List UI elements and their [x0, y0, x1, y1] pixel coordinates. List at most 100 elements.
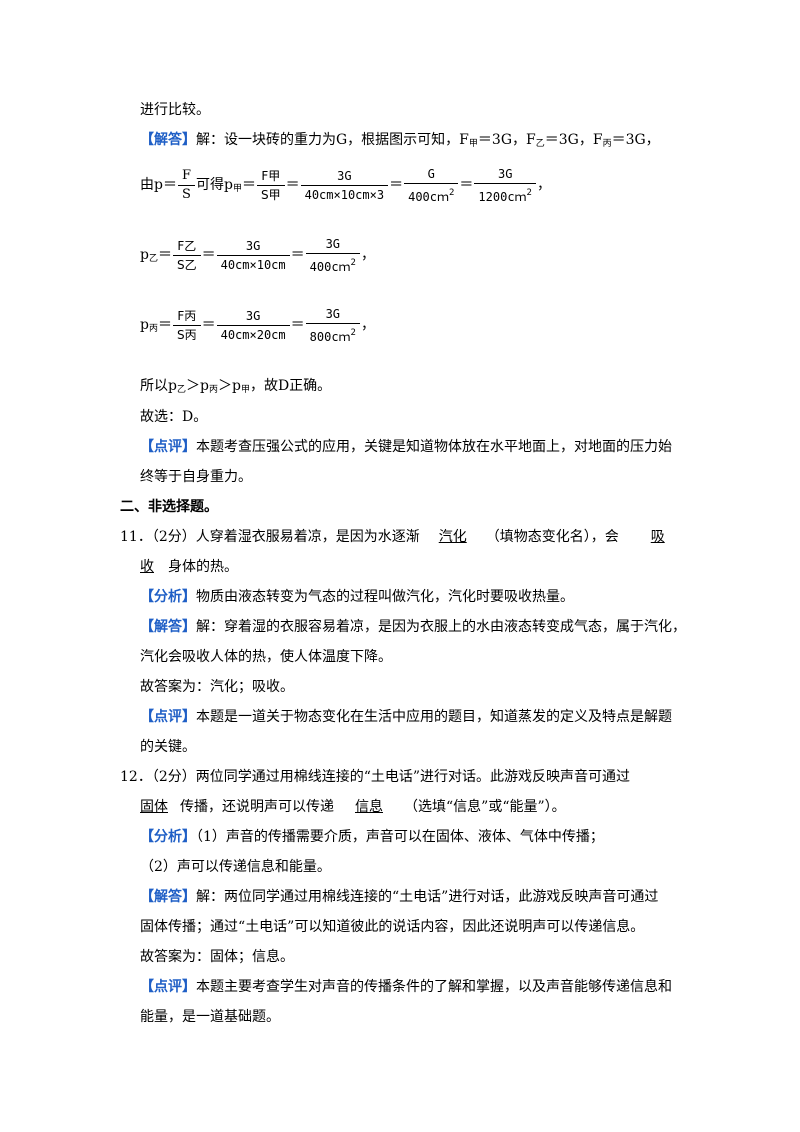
exponent: 2: [350, 257, 356, 268]
numerator: F: [181, 167, 191, 183]
equals: ＝: [201, 317, 216, 333]
equals: ＝: [290, 317, 305, 333]
step-fraction-2: 3G 400cｍ2: [305, 236, 360, 275]
numerator: G: [427, 166, 435, 181]
denominator-text: 400cｍ: [309, 259, 351, 274]
answer-text: 解：设一块砖的重力为G，根据图示可知，F: [196, 132, 469, 148]
conclusion-sub: 丙: [208, 385, 218, 395]
stem-text: （填物态变化名），会: [485, 529, 619, 545]
q12-stem-line-2: 固体传播，还说明声可以传递信息（选填“信息”或“能量”）。: [140, 797, 566, 817]
analysis-tag: 【分析】: [140, 589, 196, 605]
force-sub-2: 乙: [535, 139, 545, 149]
answer-tag: 【解答】: [140, 889, 196, 905]
denominator: 40cm×10cm: [216, 254, 290, 273]
force-sub-1: 甲: [468, 139, 478, 149]
exponent: 2: [526, 187, 532, 198]
equals: ＝: [157, 247, 172, 263]
force-val-3: ＝3G，: [611, 132, 660, 148]
answer-blank: 信息: [355, 799, 383, 815]
formula-prefix: p: [140, 247, 149, 263]
q11-answer-line-1: 【解答】解：穿着湿的衣服容易着凉，是因为衣服上的水由液态转变成气态，属于汽化，: [140, 617, 686, 637]
force-val-2: ＝3G，F: [544, 132, 603, 148]
comma: ，: [360, 247, 375, 263]
q10-comment-line-1: 【点评】本题考查压强公式的应用，关键是知道物体放在水平地面上，对地面的压力始: [140, 437, 672, 457]
q11-analysis: 【分析】物质由液态转变为气态的过程叫做汽化，汽化时要吸收热量。: [140, 587, 574, 607]
q11-stem-line-1: 11．（2分）人穿着湿衣服易着凉，是因为水逐渐汽化（填物态变化名），会吸: [120, 527, 665, 547]
conclusion-text: ，故D正确。: [249, 378, 332, 394]
comment-text: 本题考查压强公式的应用，关键是知道物体放在水平地面上，对地面的压力始: [196, 439, 672, 455]
equals: ＝: [157, 317, 172, 333]
answer-text: 解：两位同学通过用棉线连接的“土电话”进行对话，此游戏反映声音可通过: [196, 889, 659, 905]
answer-blank: 吸: [650, 529, 665, 545]
q12-stem-line-1: 12．（2分）两位同学通过用棉线连接的“土电话”进行对话。此游戏反映声音可通过: [120, 769, 631, 785]
q12-analysis-line-1: 【分析】（1）声音的传播需要介质，声音可以在固体、液体、气体中传播；: [140, 827, 604, 847]
conclusion-sub: 甲: [240, 385, 250, 395]
q11-answer-line-2: 汽化会吸收人体的热，使人体温度下降。: [140, 649, 392, 665]
exponent: 2: [350, 327, 356, 338]
denominator: S: [177, 184, 195, 203]
comment-tag: 【点评】: [140, 439, 196, 455]
q11-comment-line-1: 【点评】本题是一道关于物态变化在生活中应用的题目，知道蒸发的定义及特点是解题: [140, 707, 672, 727]
analysis-text: （1）声音的传播需要介质，声音可以在固体、液体、气体中传播；: [196, 829, 604, 845]
numerator: 3G: [245, 308, 261, 323]
conclusion-text: 所以p: [140, 378, 177, 394]
denominator-text: 800cｍ: [309, 329, 351, 344]
formula-prefix: 由p＝: [140, 177, 177, 193]
comment-text: 本题是一道关于物态变化在生活中应用的题目，知道蒸发的定义及特点是解题: [196, 709, 672, 725]
formula-mid: 可得p: [196, 177, 233, 193]
q12-analysis-line-2: （2）声可以传递信息和能量。: [140, 859, 331, 875]
q12-comment-line-1: 【点评】本题主要考查学生对声音的传播条件的了解和掌握，以及声音能够传递信息和: [140, 977, 672, 997]
numerator: 3G: [245, 238, 261, 253]
answer-text: 解：穿着湿的衣服容易着凉，是因为衣服上的水由液态转变成气态，属于汽化，: [196, 619, 686, 635]
answer-blank: 汽化: [438, 529, 467, 545]
answer-tag: 【解答】: [140, 619, 196, 635]
q11-stem-line-2: 收身体的热。: [140, 557, 238, 577]
force-val-1: ＝3G，F: [477, 132, 536, 148]
answer-tag: 【解答】: [140, 132, 196, 148]
denominator: 1200cｍ2: [474, 182, 536, 205]
q12-answer-line-1: 【解答】解：两位同学通过用棉线连接的“土电话”进行对话，此游戏反映声音可通过: [140, 887, 658, 907]
answer-blank: 收: [140, 559, 154, 575]
formula-prefix: p: [140, 317, 149, 333]
analysis-text: 物质由液态转变为气态的过程叫做汽化，汽化时要吸收热量。: [196, 589, 574, 605]
stem-text: 传播，还说明声可以传递: [180, 799, 334, 815]
equals: ＝: [285, 177, 300, 193]
formula-sub: 乙: [148, 254, 158, 264]
greater-than: ＞p: [217, 378, 241, 394]
comma: ，: [360, 317, 375, 333]
conclusion-line: 所以p乙＞p丙＞p甲，故D正确。: [140, 376, 331, 400]
q12-comment-line-2: 能量，是一道基础题。: [140, 1009, 280, 1025]
numerator: 3G: [325, 306, 341, 321]
denominator: 40cm×10cm×3: [300, 184, 389, 203]
q11-final: 故答案为：汽化；吸收。: [140, 679, 294, 695]
denominator-text: 1200cｍ: [478, 189, 527, 204]
equals: ＝: [459, 177, 474, 193]
denominator: 400cｍ2: [404, 182, 459, 205]
comment-tag: 【点评】: [140, 709, 196, 725]
equals: ＝: [389, 177, 404, 193]
q12-answer-line-2: 固体传播；通过“土电话”可以知道彼此的说话内容，因此还说明声可以传递信息。: [140, 919, 645, 935]
denominator: S甲: [256, 184, 285, 203]
denominator: 800cｍ2: [305, 322, 360, 345]
equals: ＝: [201, 247, 216, 263]
section-heading: 二、非选择题。: [120, 499, 218, 515]
numerator: 3G: [325, 236, 341, 251]
q11-comment-line-2: 的关键。: [140, 739, 196, 755]
denominator: 40cm×20cm: [216, 324, 290, 343]
denominator: S丙: [172, 324, 201, 343]
numerator: 3G: [497, 166, 513, 181]
numerator: 3G: [337, 168, 352, 183]
numerator: F乙: [177, 238, 197, 253]
formula-mid-sub: 甲: [232, 184, 242, 194]
force-sub-3: 丙: [602, 139, 612, 149]
